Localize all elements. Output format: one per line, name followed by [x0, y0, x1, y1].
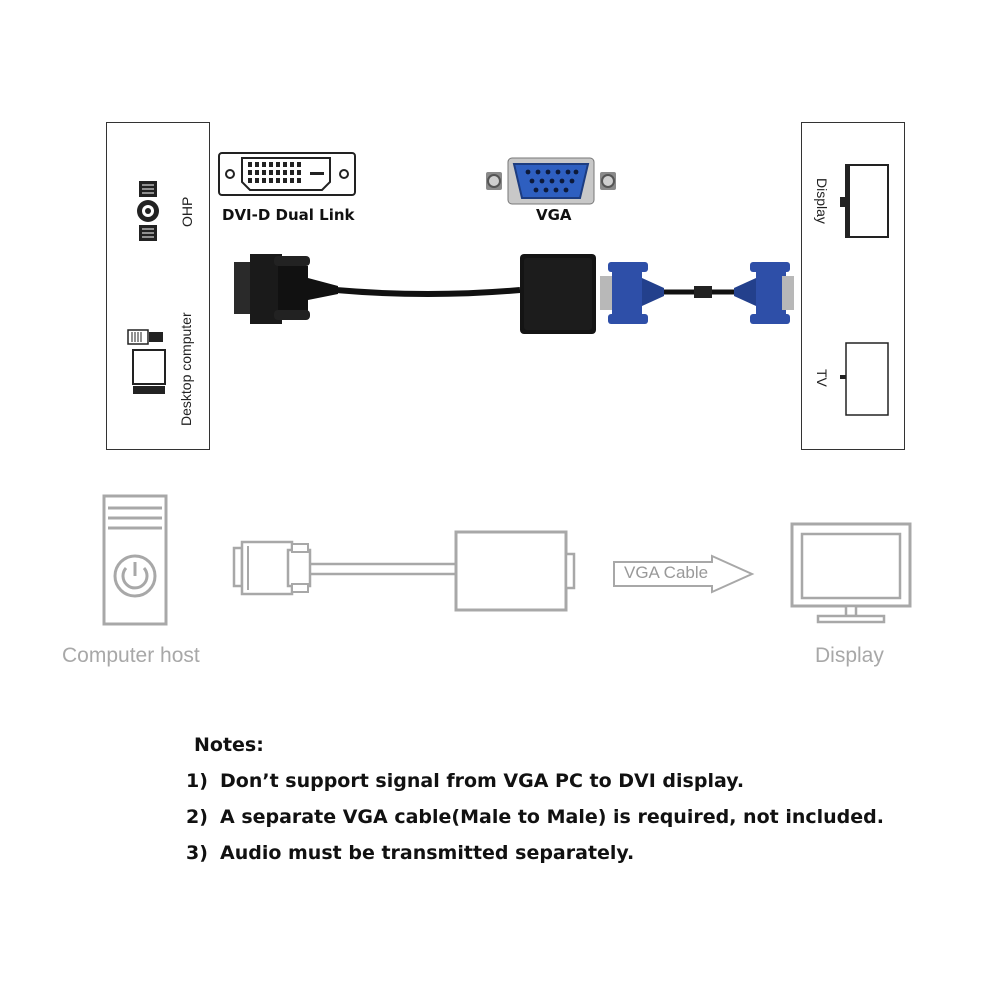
note-text: A separate VGA cable(Male to Male) is re… [220, 806, 884, 828]
note-item: 1) Don’t support signal from VGA PC to DV… [186, 763, 884, 799]
note-text: Don’t support signal from VGA PC to DVI … [220, 770, 745, 792]
note-text: Audio must be transmitted separately. [220, 842, 635, 864]
note-number: 1) [186, 770, 208, 792]
notes-section: Notes: 1) Don’t support signal from VGA P… [186, 727, 884, 871]
note-number: 2) [186, 806, 208, 828]
note-item: 3) Audio must be transmitted separately. [186, 835, 884, 871]
display-flow-label: Display [815, 644, 884, 667]
dvi-to-vga-adapter-image [234, 254, 794, 334]
display-devices-panel: Display TV [801, 122, 905, 450]
display-outline-icon [790, 522, 912, 624]
source-devices-panel: OHP Desktop computer [106, 122, 210, 450]
tv-label: TV [814, 369, 830, 387]
vga-label: VGA [536, 206, 572, 224]
notes-heading: Notes: [194, 734, 264, 756]
dvi-label: DVI-D Dual Link [222, 206, 355, 224]
ohp-label: OHP [179, 196, 195, 227]
note-item: 2) A separate VGA cable(Male to Male) is … [186, 799, 884, 835]
display-monitor-icon [840, 164, 889, 238]
adapter-outline-drawing [232, 530, 576, 612]
desktop-computer-icon [127, 329, 166, 394]
computer-host-label: Computer host [62, 644, 200, 667]
display-label: Display [814, 178, 830, 224]
vga-cable-label: VGA Cable [624, 563, 709, 582]
vga-port-icon [486, 157, 616, 205]
ohp-projector-icon [137, 181, 159, 241]
dvi-port-icon [218, 152, 356, 196]
computer-host-icon [102, 494, 168, 626]
desktop-computer-label: Desktop computer [178, 312, 194, 426]
vga-cable-arrow [613, 554, 755, 594]
note-number: 3) [186, 842, 208, 864]
tv-icon [840, 342, 889, 416]
